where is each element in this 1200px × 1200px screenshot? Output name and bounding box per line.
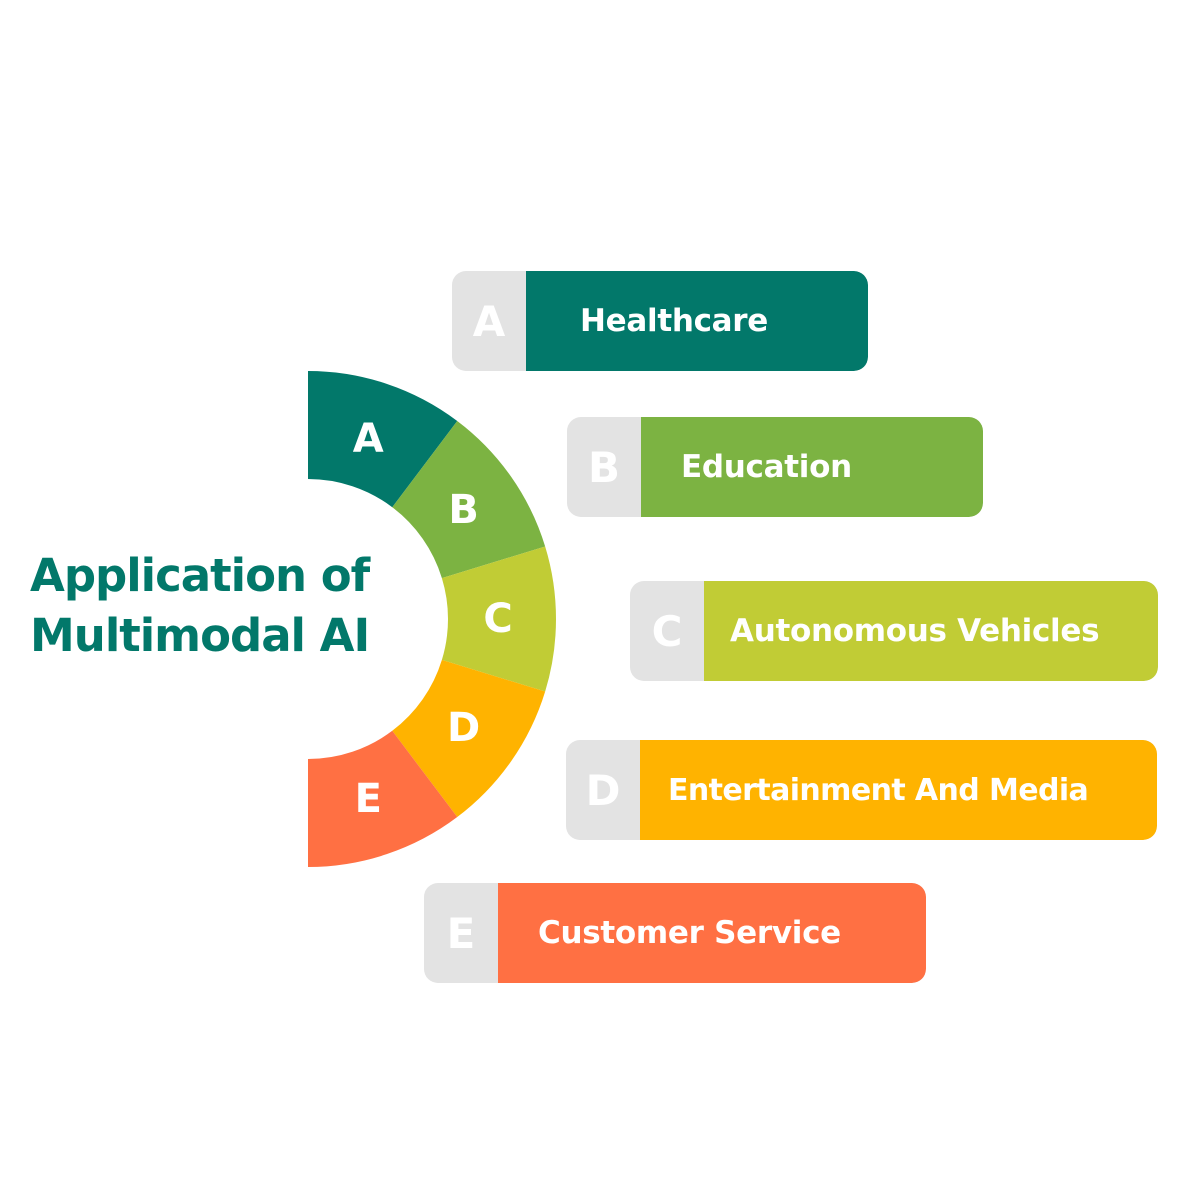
item-entertainment-and-media: D Entertainment And Media [566, 740, 1157, 840]
arc-segment-e [308, 730, 458, 867]
arc-segment-letter: D [447, 705, 480, 751]
arc-segment-letter: A [353, 416, 384, 462]
item-label: Education [641, 417, 983, 517]
title-line-1: Application of [30, 549, 370, 602]
item-label-text: Entertainment And Media [668, 772, 1089, 808]
arc-segment-a [308, 371, 458, 508]
item-label: Healthcare [526, 271, 868, 371]
item-label-text: Customer Service [538, 915, 841, 951]
arc-segment-letter: C [483, 596, 512, 642]
item-customer-service: E Customer Service [424, 883, 926, 983]
item-label-text: Education [681, 449, 852, 485]
item-letter: B [587, 442, 620, 492]
item-healthcare: A Healthcare [452, 271, 868, 371]
item-education: B Education [567, 417, 983, 517]
item-label-text: Autonomous Vehicles [730, 613, 1100, 649]
item-letter: C [651, 606, 683, 656]
item-autonomous-vehicles: C Autonomous Vehicles [630, 581, 1158, 681]
item-label: Entertainment And Media [640, 740, 1157, 840]
item-label: Customer Service [498, 883, 926, 983]
item-label-text: Healthcare [580, 303, 769, 339]
arc-segment-d [392, 659, 546, 818]
arc-segment-letter: E [355, 776, 382, 822]
item-letter: D [585, 765, 621, 815]
diagram-title: Application of Multimodal AI [30, 546, 410, 666]
arc-segment-c [441, 546, 556, 692]
arc-segment-letter: B [448, 487, 479, 533]
item-letter: E [446, 908, 476, 958]
arc-segment-b [392, 420, 546, 579]
item-letter: A [472, 296, 506, 346]
title-line-2: Multimodal AI [30, 609, 370, 662]
item-label: Autonomous Vehicles [704, 581, 1158, 681]
